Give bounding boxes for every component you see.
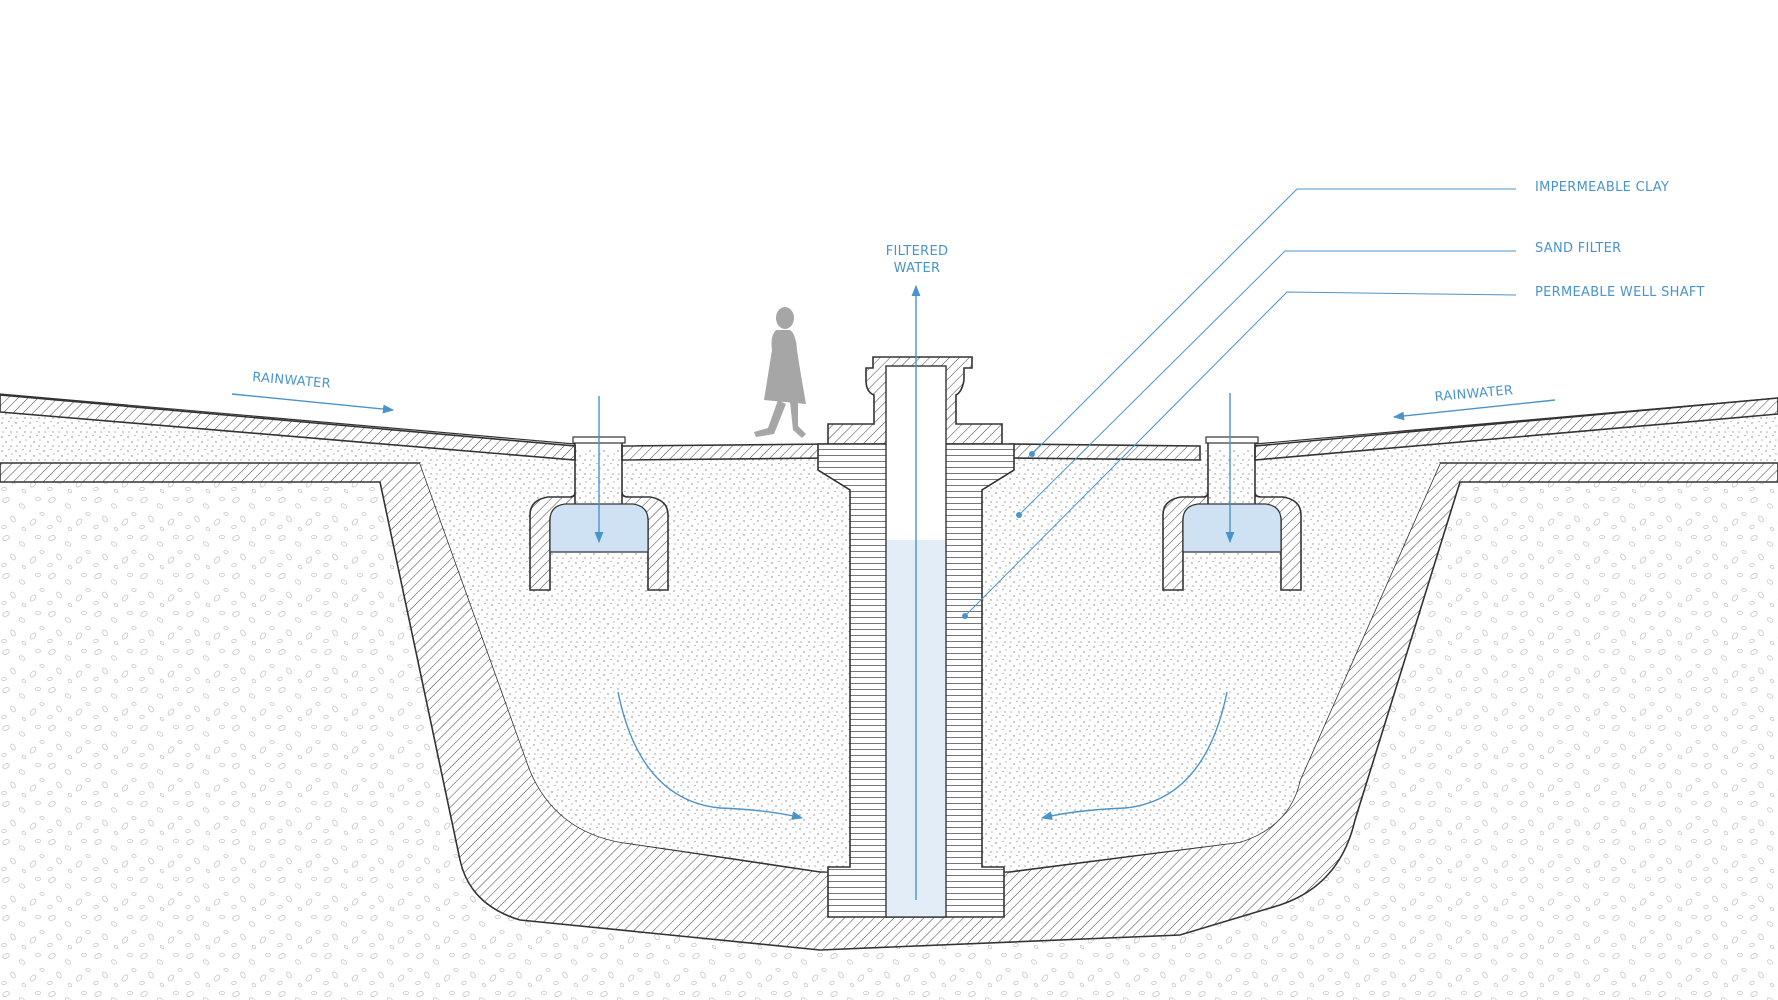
seepage-arrow-left	[617, 691, 804, 820]
label-rainwater-right: RAINWATER	[1434, 383, 1514, 405]
paving-center-right	[1009, 443, 1201, 461]
seepage-arrow-right	[1040, 691, 1228, 820]
rainwater-surface-arrow-left	[231, 393, 395, 414]
surface-sand-layer-right	[1262, 412, 1778, 474]
label-filtered-water-line2: WATER	[894, 261, 941, 276]
person-figure-icon	[754, 307, 806, 438]
inlet-water-right	[1182, 503, 1282, 553]
label-sand-filter: SAND FILTER	[1535, 241, 1622, 256]
surface-sand-layer-left	[0, 412, 560, 474]
label-rainwater-left: RAINWATER	[252, 370, 332, 392]
label-permeable-well-shaft: PERMEABLE WELL SHAFT	[1535, 285, 1705, 300]
rainwater-inlet-right	[1162, 436, 1302, 591]
callout-permeable-well-shaft	[962, 291, 1517, 619]
callout-sand-filter	[1016, 250, 1516, 518]
callout-impermeable-clay	[1029, 188, 1516, 457]
surface-top-line-right	[1254, 397, 1778, 445]
rainwater-surface-arrow-right	[1392, 399, 1556, 421]
label-impermeable-clay: IMPERMEABLE CLAY	[1535, 180, 1669, 195]
surface-top-line-left	[0, 393, 576, 445]
label-filtered-water-line1: FILTERED	[886, 244, 949, 259]
paving-center-left	[621, 443, 831, 461]
